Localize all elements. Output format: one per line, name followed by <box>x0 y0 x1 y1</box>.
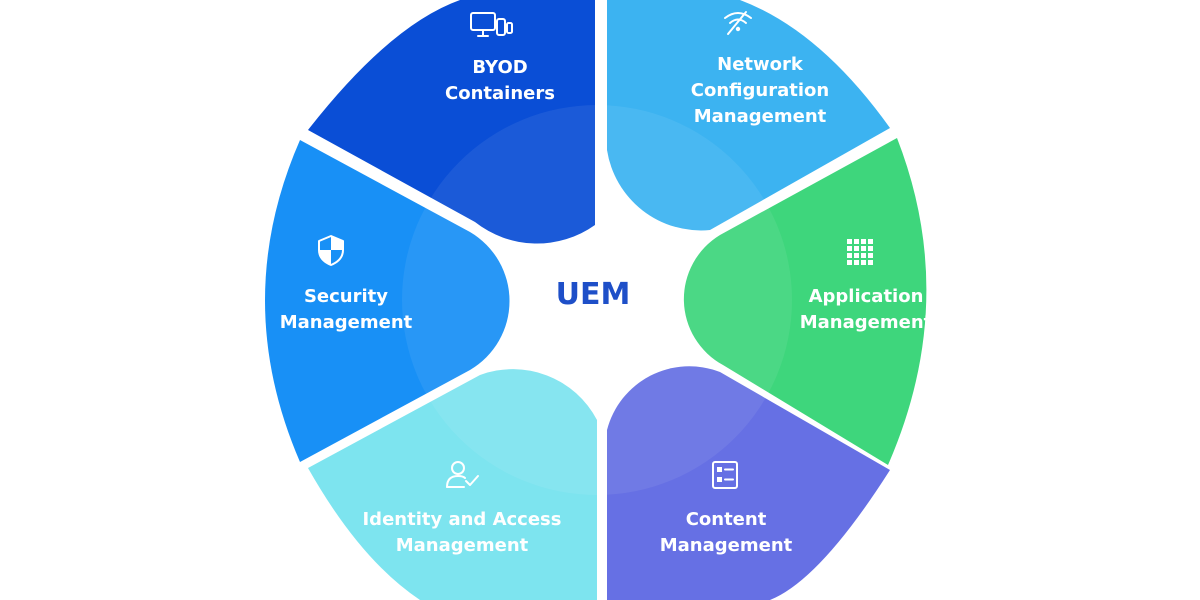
segment-byod[interactable] <box>308 0 595 244</box>
segment-label-line: Application <box>809 286 924 307</box>
segment-label-line: Content <box>686 509 767 530</box>
user-check-icon <box>446 461 479 488</box>
segment-content[interactable] <box>607 366 890 600</box>
segment-label-line: Management <box>280 312 413 333</box>
segment-label-line: Configuration <box>691 80 829 101</box>
segment-label-line: Identity and Access <box>362 509 561 530</box>
inner-ring-overlay <box>402 105 792 495</box>
shield-icon <box>318 235 344 266</box>
devices-icon <box>470 12 513 37</box>
segments-layer <box>265 0 927 600</box>
segment-label-line: Security <box>304 286 388 307</box>
segment-label-line: Containers <box>445 83 555 104</box>
segment-identity[interactable] <box>308 369 597 600</box>
segment-label-byod: BYOD Containers <box>445 57 555 104</box>
segment-label-line: Management <box>800 312 933 333</box>
segment-network[interactable] <box>607 0 890 231</box>
segment-application[interactable] <box>683 138 927 465</box>
apps-grid-icon <box>847 239 873 265</box>
wifi-icon <box>724 11 752 35</box>
overlay-layer <box>402 105 792 495</box>
segment-label-line: BYOD <box>472 57 527 78</box>
segment-label-line: Network <box>717 54 804 75</box>
segment-security[interactable] <box>265 140 510 462</box>
segment-label-line: Management <box>660 535 793 556</box>
center-label: UEM <box>556 277 631 312</box>
segment-label-line: Management <box>694 106 827 127</box>
segment-label-line: Management <box>396 535 529 556</box>
content-list-icon <box>712 461 738 489</box>
